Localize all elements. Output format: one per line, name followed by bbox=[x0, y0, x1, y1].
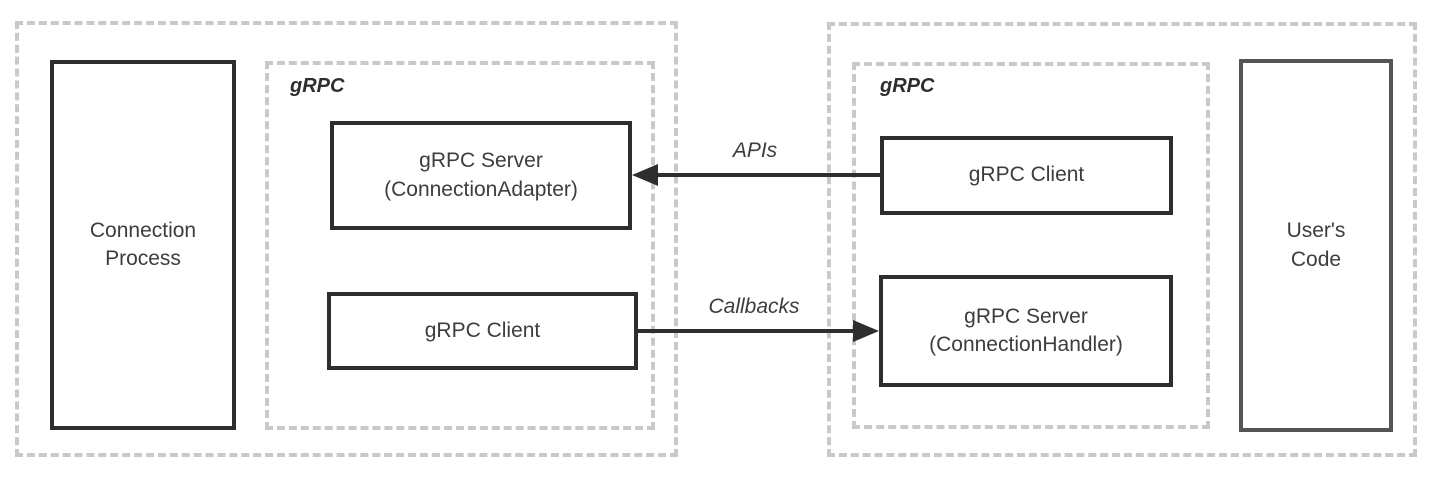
right-grpc-client-box: gRPC Client bbox=[880, 136, 1173, 215]
callbacks-arrowhead-right-icon bbox=[853, 320, 879, 342]
left-process-dashed-container bbox=[15, 21, 678, 457]
right-grpc-dashed-container bbox=[852, 62, 1210, 429]
users-code-box: User's Code bbox=[1239, 59, 1393, 432]
callbacks-arrow-label: Callbacks bbox=[708, 295, 800, 318]
connection-process-label-line1: Connection bbox=[89, 218, 197, 242]
right-grpc-label: gRPC bbox=[880, 75, 935, 97]
grpc-server-handler-label-line2: (ConnectionHandler) bbox=[929, 333, 1123, 356]
grpc-server-adapter-label-line2: (ConnectionAdapter) bbox=[384, 177, 578, 201]
left-grpc-client-box: gRPC Client bbox=[327, 292, 638, 370]
apis-arrowhead-left-icon bbox=[632, 164, 658, 186]
connection-process-box: Connection Process bbox=[50, 60, 236, 430]
left-grpc-label: gRPC bbox=[290, 75, 345, 97]
users-code-label-line2: Code bbox=[1290, 247, 1342, 271]
grpc-server-connection-handler-box: gRPC Server (ConnectionHandler) bbox=[879, 275, 1173, 387]
grpc-server-handler-label-line1: gRPC Server bbox=[964, 304, 1088, 328]
left-grpc-dashed-container bbox=[265, 61, 655, 430]
right-grpc-client-label: gRPC Client bbox=[968, 163, 1085, 187]
callbacks-arrow-line bbox=[638, 329, 857, 333]
connection-process-label-line2: Process bbox=[105, 247, 181, 270]
apis-arrow-line bbox=[654, 173, 880, 177]
right-user-dashed-container bbox=[827, 22, 1417, 457]
grpc-server-adapter-label-line1: gRPC Server bbox=[419, 149, 543, 173]
left-grpc-client-label: gRPC Client bbox=[424, 318, 541, 342]
apis-arrow-label: APIs bbox=[732, 139, 778, 162]
users-code-label-line1: User's bbox=[1286, 219, 1346, 243]
grpc-server-connection-adapter-box: gRPC Server (ConnectionAdapter) bbox=[330, 121, 632, 230]
